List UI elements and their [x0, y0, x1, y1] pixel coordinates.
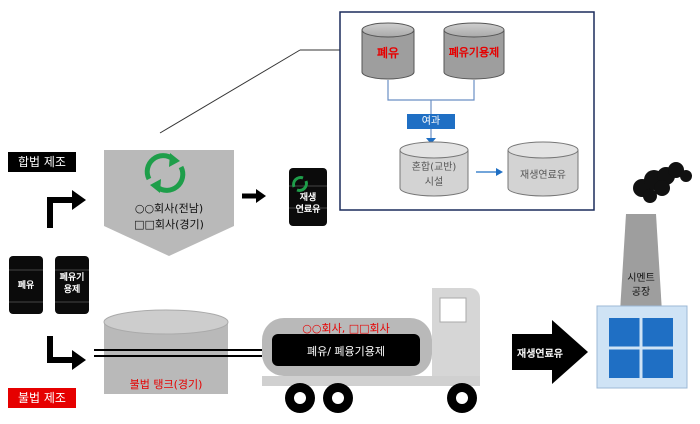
- fuel-arrow: [512, 320, 588, 384]
- tank-waste-solvent-label: 폐유기용제: [448, 46, 500, 59]
- truck-companies-label: ○○회사, □□회사: [302, 322, 390, 335]
- company-gyeonggi: □□회사(경기): [134, 218, 204, 231]
- legal-production-shape: [104, 150, 234, 256]
- filter-box: [407, 114, 455, 129]
- fuel-arrow-label: 재생연료유: [517, 349, 563, 360]
- smoke-icon: [633, 162, 692, 203]
- arrow-to-illegal: [47, 336, 76, 363]
- recycle-icon: [144, 153, 186, 193]
- mixing-facility-tank: [399, 141, 469, 197]
- arrow-down: [426, 138, 436, 144]
- arrow-right: [256, 189, 266, 203]
- filter-label: 여과: [421, 116, 441, 127]
- illegal-tank-label: 불법 탱크(경기): [129, 378, 203, 391]
- illegal-production-label: 불법 제조: [8, 388, 76, 408]
- tank-waste-oil-label: 폐유: [376, 46, 400, 60]
- arrow-to-legal: [47, 197, 76, 228]
- waste-solvent-drum-label: 폐유기 용제: [59, 273, 85, 295]
- tanker-truck: [262, 288, 480, 413]
- waste-solvent-drum: [55, 256, 89, 314]
- arrow-right: [496, 168, 503, 176]
- cement-factory-label: 시멘트 공장: [627, 273, 655, 298]
- recycled-fuel-drum: [289, 168, 327, 226]
- mixer-label: 혼합(교반) 시설: [411, 162, 457, 188]
- illegal-tank: [103, 309, 229, 394]
- recycled-fuel-drum-label: 재생 연료유: [295, 193, 321, 215]
- output-tank-label: 재생연료유: [520, 170, 566, 181]
- waste-solvent-tank: [443, 22, 505, 80]
- zoom-line: [159, 49, 301, 134]
- truck-cargo-label: 폐유/ 폐융기용제: [306, 345, 386, 358]
- recycled-fuel-tank: [507, 141, 579, 197]
- recycle-icon: [292, 176, 308, 192]
- waste-oil-drum: [9, 256, 43, 314]
- company-jeonnam: ○○회사(전남): [134, 202, 204, 215]
- legal-production-label: 합법 제조: [8, 152, 76, 172]
- waste-oil-drum-label: 폐유: [17, 281, 35, 291]
- chimney: [620, 214, 662, 312]
- waste-oil-tank: [361, 22, 415, 80]
